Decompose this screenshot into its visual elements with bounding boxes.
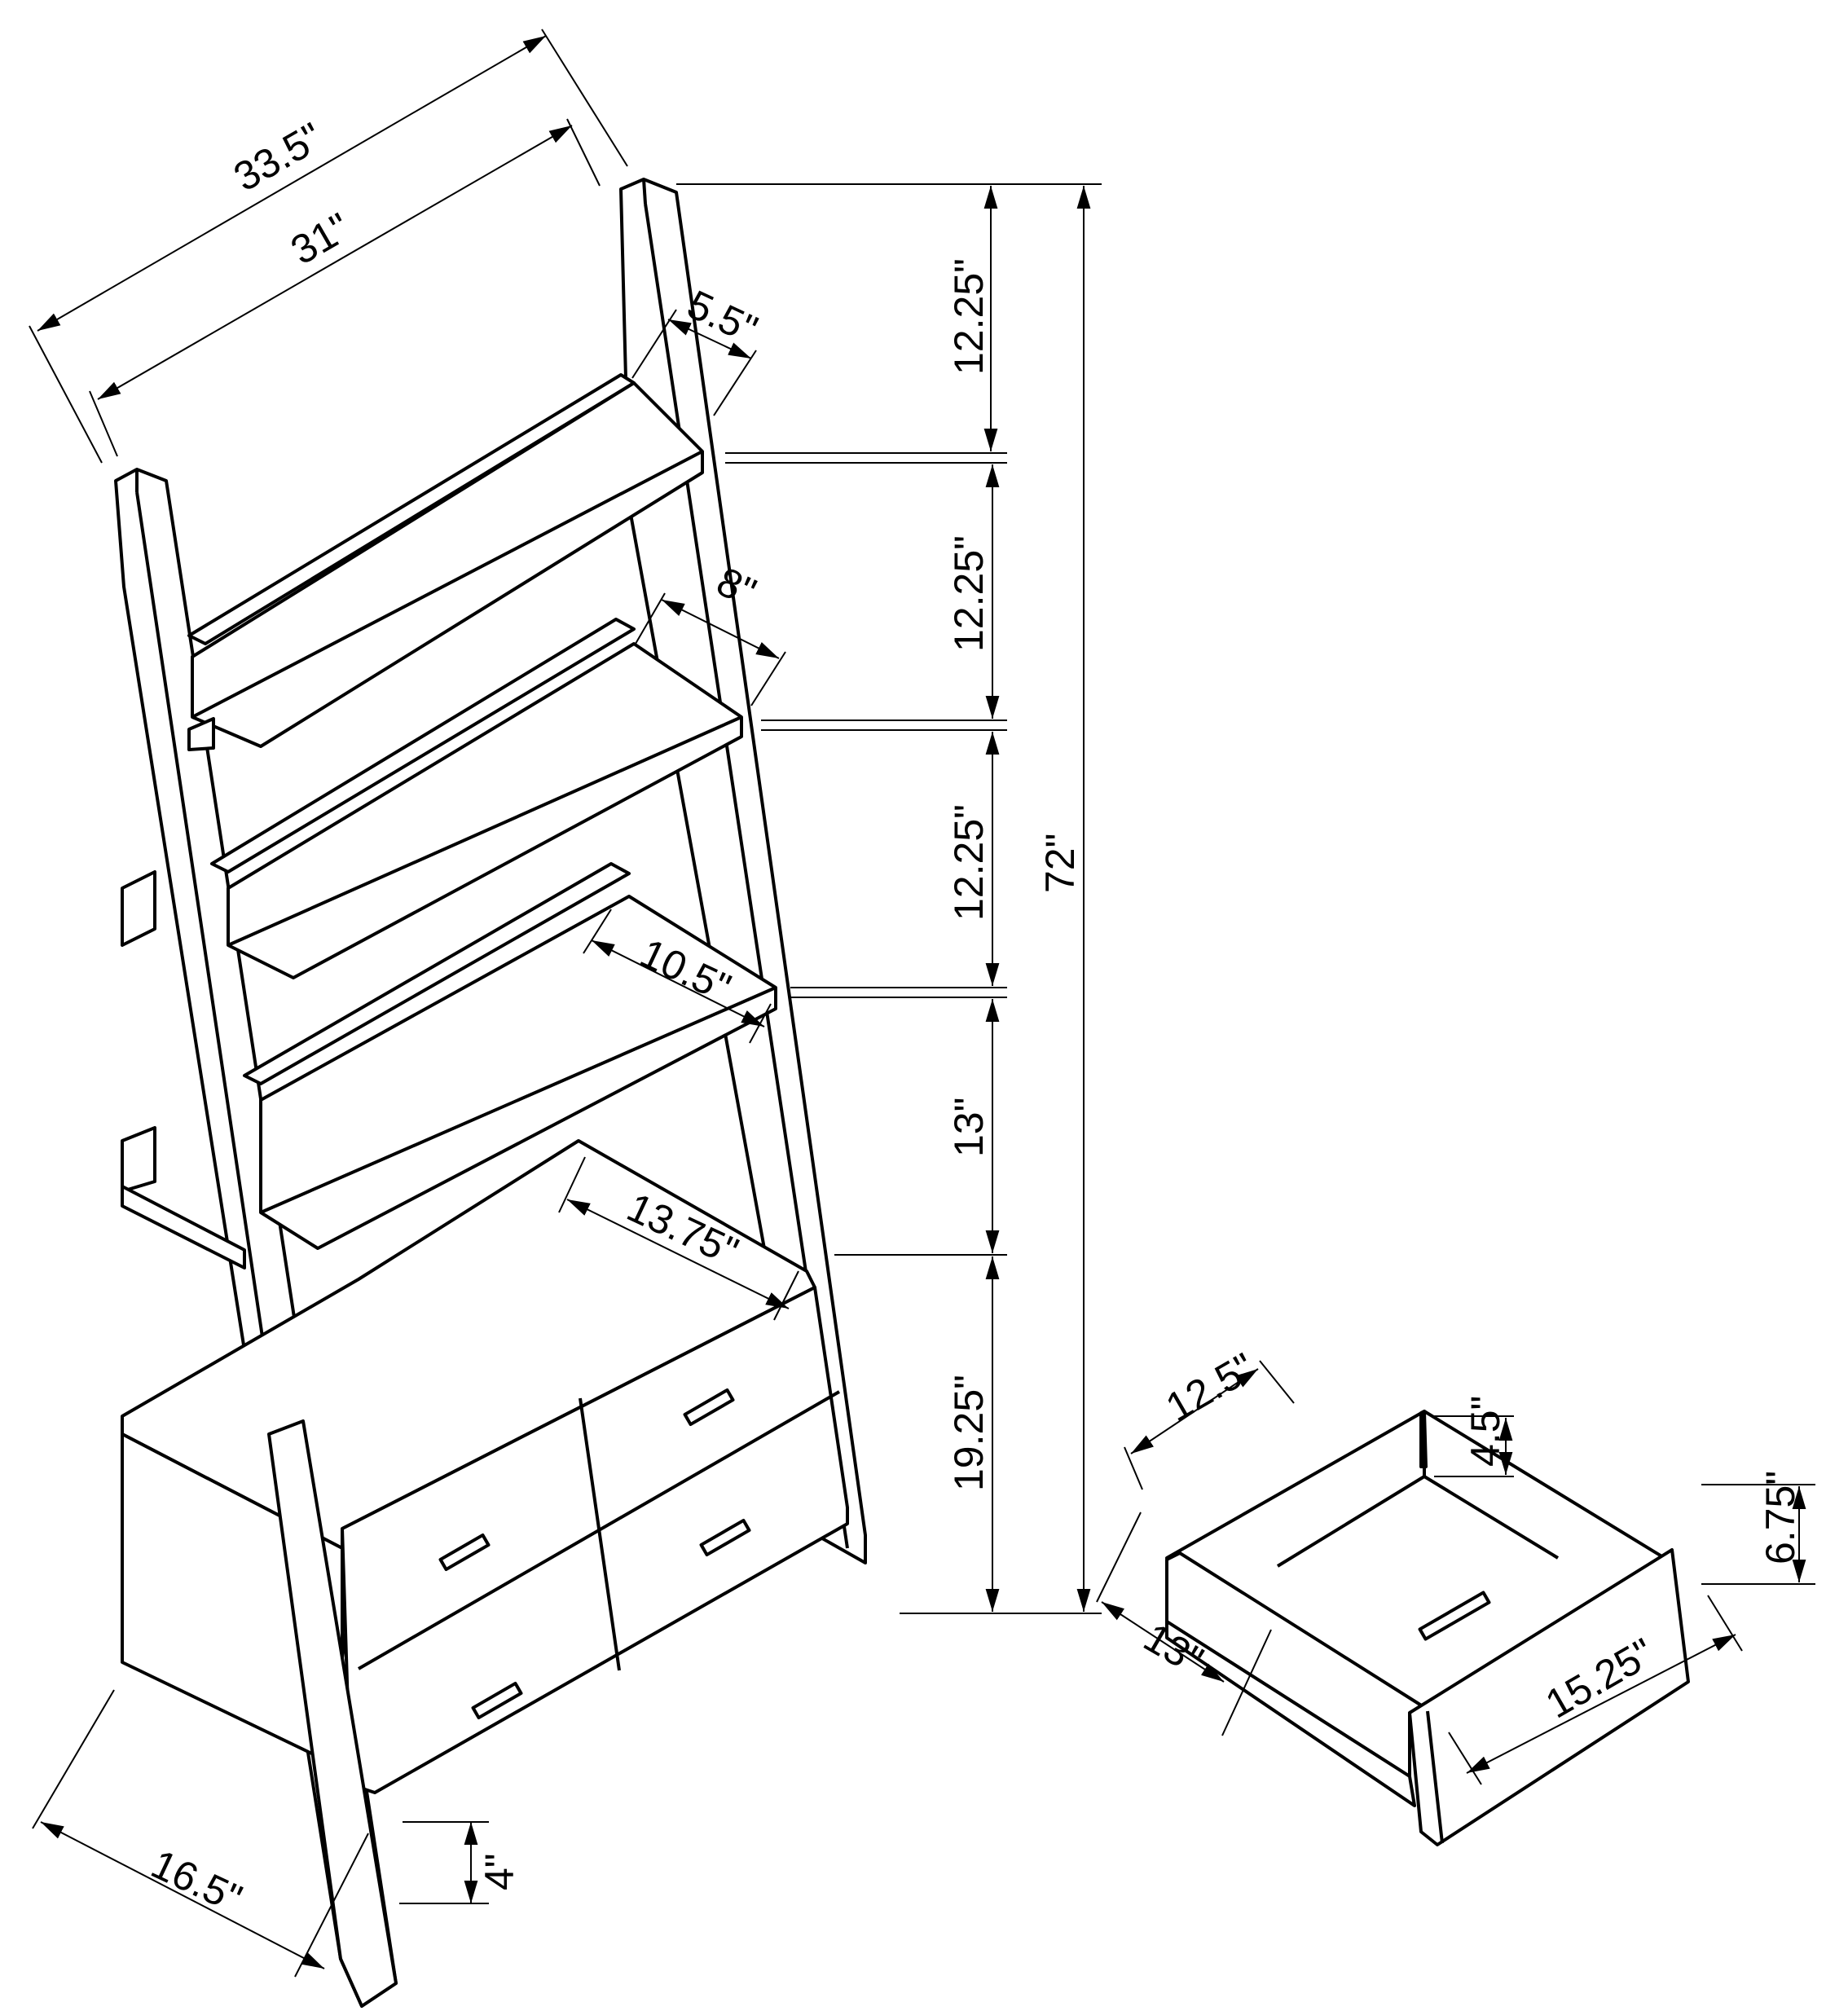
drawer-dimension-lines	[1096, 1360, 1815, 1785]
drawer-handle-top-right	[683, 1388, 735, 1427]
drawer-detail-drawing	[1165, 1410, 1690, 1846]
dim-cabinet-height: 19.25"	[946, 1375, 992, 1491]
shelf-2	[121, 618, 743, 979]
dim-drawer-4-5: 4.5"	[1463, 1396, 1508, 1467]
dim-31: 31"	[284, 204, 359, 273]
dim-shelf-spacing-2: 12.25"	[946, 535, 992, 652]
drawer-handle-bottom-right	[699, 1518, 751, 1557]
dim-shelf-spacing-1: 12.25"	[946, 258, 992, 375]
drawer-handle-top-left	[438, 1533, 491, 1572]
dim-overall-height: 72"	[1037, 834, 1083, 893]
dim-4: 4"	[477, 1853, 522, 1890]
bookcase-drawing	[114, 178, 867, 2008]
dim-drawer-6-75: 6.75"	[1758, 1471, 1803, 1564]
shelf-1	[187, 373, 704, 751]
dim-shelf-spacing-3: 12.25"	[946, 804, 992, 921]
dim-shelf-spacing-4: 13"	[946, 1098, 992, 1157]
dim-drawer-12-5: 12.5"	[1159, 1344, 1263, 1430]
bookcase-dimension-lines	[29, 29, 1102, 1978]
drawer-detail-handle	[1418, 1591, 1491, 1641]
dim-16-5: 16.5"	[144, 1841, 249, 1921]
drawer-handle-bottom-left	[471, 1681, 523, 1720]
dim-33-5: 33.5"	[227, 113, 331, 200]
